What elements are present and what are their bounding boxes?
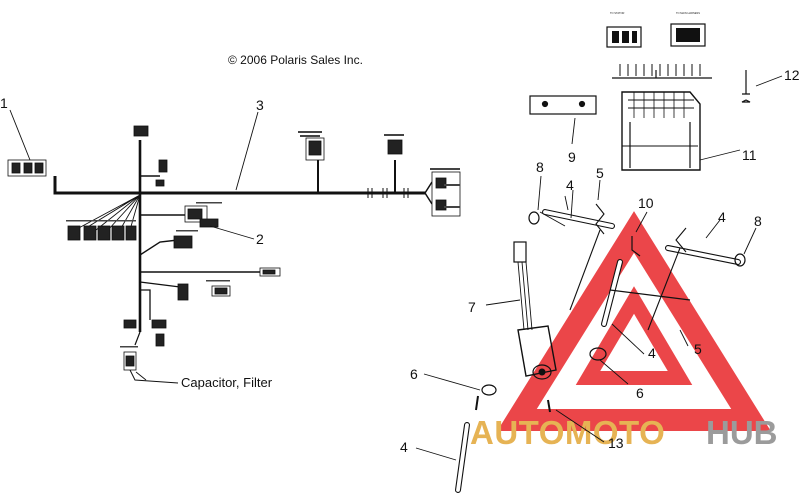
mounting-plate [529,95,597,115]
stator-connector: TO STATOR [606,11,642,48]
callout-6b: 6 [636,385,644,401]
callout-1: 1 [0,95,8,111]
main-harness-connector: TO MAIN HARNESS [670,11,706,47]
callout-4b: 4 [718,209,726,225]
callout-4d: 4 [400,439,408,455]
copyright-notice: © 2006 Polaris Sales Inc. [228,53,363,67]
callout-7: 7 [468,299,476,315]
harness-connectors [7,125,461,371]
capacitor-filter-label: Capacitor, Filter [181,375,273,390]
callout-2: 2 [256,231,264,247]
callout-11: 11 [742,147,757,163]
callout-9: 9 [568,149,576,165]
screw-12 [741,70,751,103]
watermark-brand-part2: HUB [706,414,778,451]
callout-5a: 5 [596,165,604,181]
callout-4a: 4 [566,177,574,193]
callout-13: 13 [608,435,624,451]
watermark-brand-part1: AUTOMOTO [470,414,665,451]
callout-12: 12 [784,67,800,83]
callout-6a: 6 [410,366,418,382]
regulator-bracket-box [621,91,701,171]
watermark-inner-triangle [575,286,693,385]
callout-5b: 5 [694,341,702,357]
callout-3: 3 [256,97,264,113]
watermark-triangle [497,211,771,431]
callout-4c: 4 [648,345,656,361]
to-main-harness-label: TO MAIN HARNESS [676,11,700,15]
switch-assembly [455,203,746,493]
watermark-logo: AUTOMOTO HUB [470,211,778,451]
callout-10: 10 [638,195,654,211]
harness-tiny-labels [66,131,460,348]
leader-lines [9,75,783,461]
callout-numbers: 1 3 2 8 4 5 9 10 4 8 11 12 7 4 5 6 6 13 … [0,67,800,455]
harness-fan-wires [612,64,712,79]
callout-8b: 8 [754,213,762,229]
to-stator-label: TO STATOR [610,11,624,15]
main-wire-harness [53,140,433,384]
callout-8a: 8 [536,159,544,175]
